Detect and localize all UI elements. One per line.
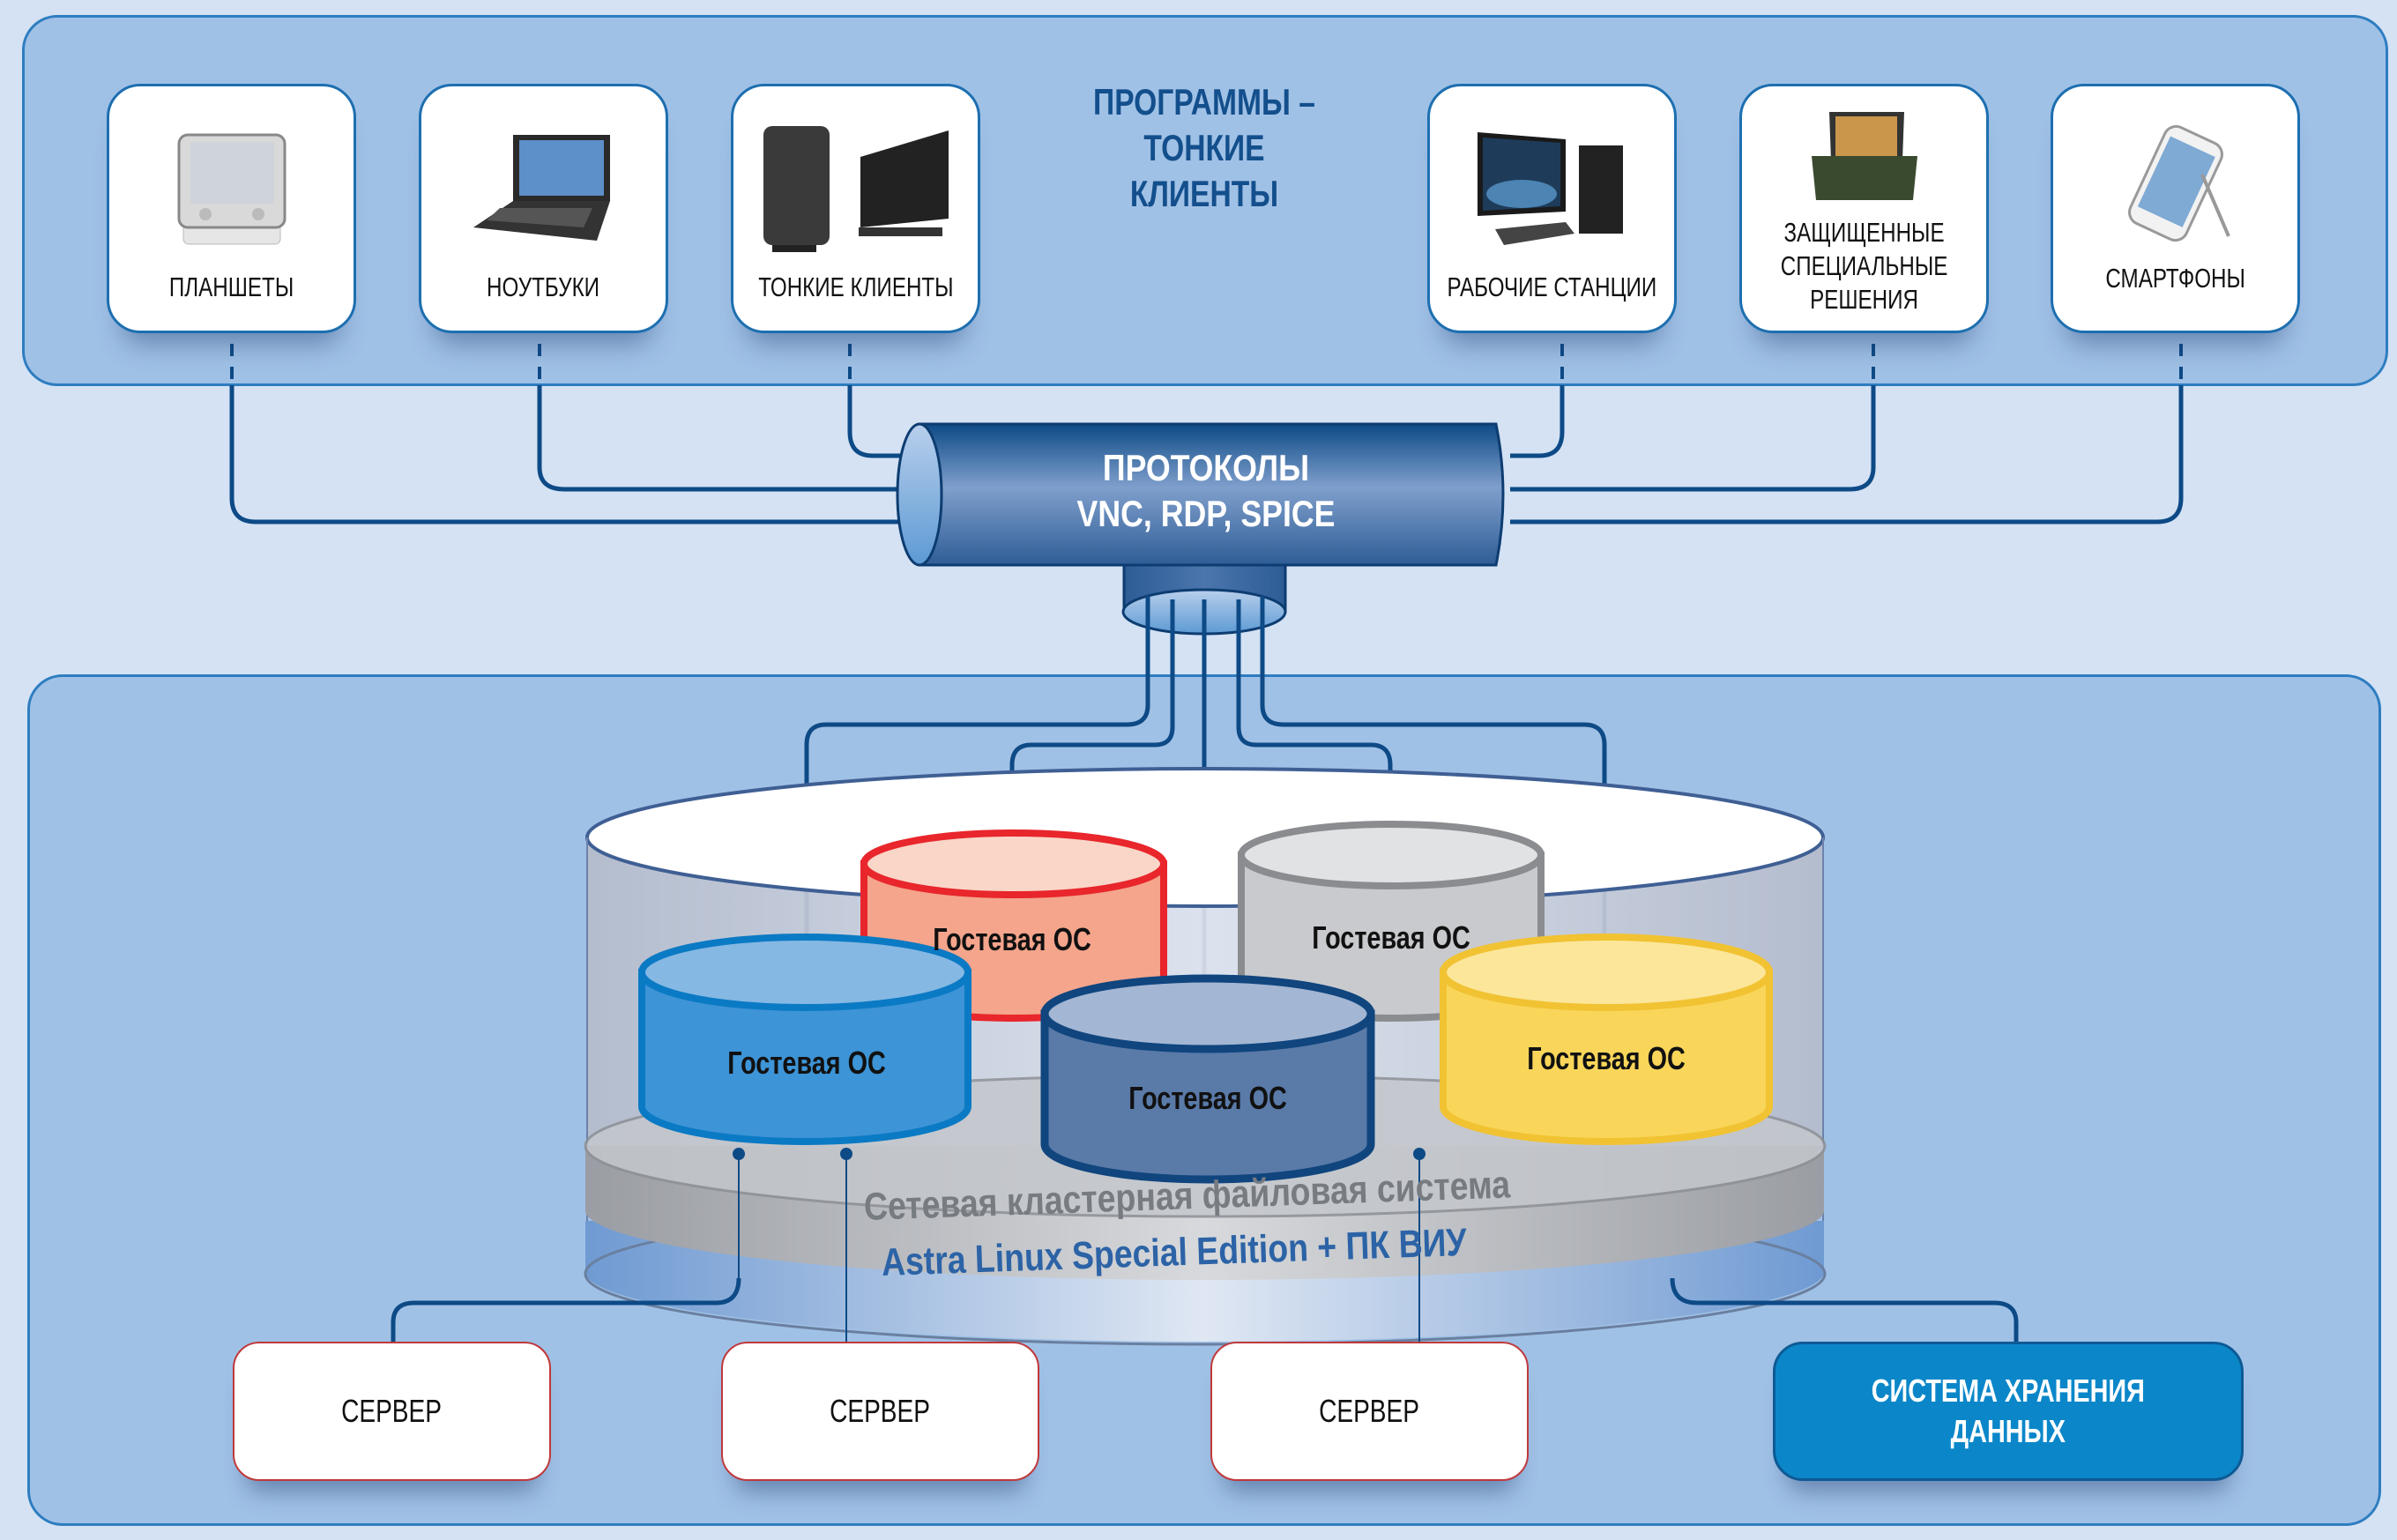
label-line: ЗАЩИЩЕННЫЕ <box>1783 217 1945 248</box>
server-connectors <box>391 1148 2019 1342</box>
device-card-secure-solutions[interactable]: ЗАЩИЩЕННЫЕ СПЕЦИАЛЬНЫЕ РЕШЕНИЯ <box>1739 84 1989 333</box>
title-line-3: КЛИЕНТЫ <box>1129 173 1279 214</box>
vm-connectors <box>804 596 1615 1001</box>
device-label: РАБОЧИЕ СТАНЦИИ <box>1447 272 1657 302</box>
client-dashed-connectors <box>230 344 2183 385</box>
laptop-icon <box>421 86 666 271</box>
title-line-2: ТОНКИЕ <box>1143 127 1265 168</box>
storage-label-line-1: СИСТЕМА ХРАНЕНИЯ <box>1871 1373 2146 1409</box>
device-label: НОУТБУКИ <box>487 272 600 302</box>
device-card-tablets[interactable]: ПЛАНШЕТЫ <box>107 84 356 333</box>
device-label: ПЛАНШЕТЫ <box>168 272 294 302</box>
server-label: СЕРВЕР <box>341 1393 443 1429</box>
server-label: СЕРВЕР <box>1319 1393 1420 1429</box>
title-line-1: ПРОГРАММЫ – <box>1093 81 1315 123</box>
device-card-laptops[interactable]: НОУТБУКИ <box>419 84 668 333</box>
protocols-list: VNC, RDP, SPICE <box>1076 493 1336 534</box>
guest-os-cylinder-navy <box>1040 974 1375 1184</box>
thin-client-icon <box>733 86 978 271</box>
rugged-laptop-icon <box>1742 86 1986 216</box>
guest-os-label-red: Гостевая ОС <box>933 921 1091 957</box>
device-label: СМАРТФОНЫ <box>2105 263 2245 294</box>
storage-label-line-2: ДАННЫХ <box>1950 1413 2066 1449</box>
device-label: ЗАЩИЩЕННЫЕ СПЕЦИАЛЬНЫЕ РЕШЕНИЯ <box>1781 216 1948 316</box>
label-line: РЕШЕНИЯ <box>1810 284 1918 315</box>
device-label: ТОНКИЕ КЛИЕНТЫ <box>757 272 954 302</box>
storage-system-box[interactable]: СИСТЕМА ХРАНЕНИЯ ДАННЫХ <box>1773 1342 2244 1481</box>
server-label: СЕРВЕР <box>830 1393 931 1429</box>
protocols-label: ПРОТОКОЛЫ VNC, RDP, SPICE <box>955 445 1457 537</box>
label-line: СПЕЦИАЛЬНЫЕ <box>1780 250 1948 281</box>
device-card-workstations[interactable]: РАБОЧИЕ СТАНЦИИ <box>1427 84 1677 333</box>
storage-label: СИСТЕМА ХРАНЕНИЯ ДАННЫХ <box>1872 1371 2145 1452</box>
tablet-icon <box>109 86 354 271</box>
client-connectors <box>229 385 2184 524</box>
server-box-3[interactable]: СЕРВЕР <box>1210 1342 1529 1481</box>
guest-os-cylinder-blue <box>638 934 971 1145</box>
device-card-thin-clients[interactable]: ТОНКИЕ КЛИЕНТЫ <box>731 84 980 333</box>
server-box-1[interactable]: СЕРВЕР <box>233 1342 551 1481</box>
device-card-smartphones[interactable]: СМАРТФОНЫ <box>2051 84 2300 333</box>
server-box-2[interactable]: СЕРВЕР <box>721 1342 1039 1481</box>
smartphone-icon <box>2053 86 2297 262</box>
clients-panel <box>22 15 2388 386</box>
guest-os-label-blue: Гостевая ОС <box>727 1045 886 1081</box>
workstation-icon <box>1430 86 1674 271</box>
protocols-title: ПРОТОКОЛЫ <box>1102 447 1310 488</box>
guest-os-label-navy: Гостевая ОС <box>1128 1080 1287 1116</box>
clients-section-title: ПРОГРАММЫ – ТОНКИЕ КЛИЕНТЫ <box>1063 79 1345 217</box>
guest-os-label-gray: Гостевая ОС <box>1312 919 1470 956</box>
guest-os-label-yellow: Гостевая ОС <box>1527 1040 1686 1076</box>
guest-os-cylinder-yellow <box>1440 934 1773 1145</box>
